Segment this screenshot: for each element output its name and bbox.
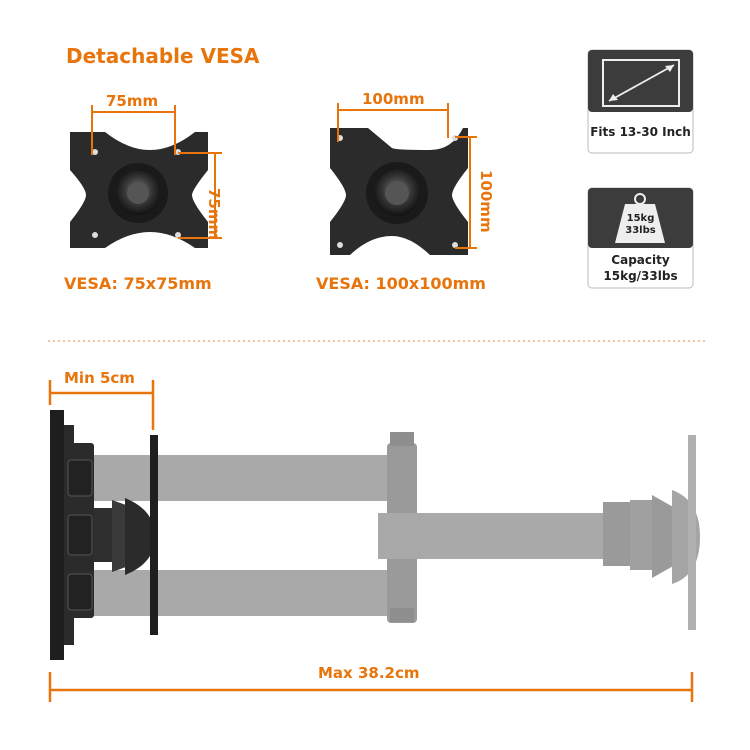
wall-arm-assembly — [50, 410, 700, 660]
vesa-100-width-label: 100mm — [362, 90, 425, 108]
dim-lines-75 — [91, 105, 222, 239]
screen-size-badge — [587, 49, 694, 154]
capacity-label-line1: Capacity — [611, 253, 670, 267]
vesa-75-caption: VESA: 75x75mm — [64, 274, 212, 293]
capacity-label-line2: 15kg/33lbs — [603, 269, 678, 283]
min-dimension — [48, 380, 155, 430]
dim-lines-100 — [337, 103, 477, 249]
weight-icon-line1: 15kg — [626, 213, 655, 224]
vesa-plate-75 — [70, 132, 208, 248]
weight-icon — [615, 193, 665, 243]
max-dimension — [48, 672, 694, 702]
weight-icon-text: 15kg 33lbs — [588, 188, 693, 248]
screen-size-label: Fits 13-30 Inch — [590, 125, 691, 139]
vesa-plate-100 — [330, 128, 468, 255]
vesa-100-height-label: 100mm — [477, 170, 495, 233]
diagonal-screen-icon — [608, 64, 675, 102]
vesa-75-height-label: 75mm — [205, 188, 223, 241]
vesa-75-width-label: 75mm — [106, 92, 159, 110]
vesa-100-caption: VESA: 100x100mm — [316, 274, 486, 293]
min-distance-label: Min 5cm — [64, 369, 135, 387]
screen-size-text-box: Fits 13-30 Inch — [588, 112, 693, 153]
title: Detachable VESA — [66, 44, 260, 68]
capacity-text-box: Capacity 15kg/33lbs — [588, 248, 693, 288]
weight-icon-line2: 33lbs — [625, 225, 656, 236]
capacity-badge — [587, 187, 694, 289]
max-distance-label: Max 38.2cm — [318, 664, 420, 682]
